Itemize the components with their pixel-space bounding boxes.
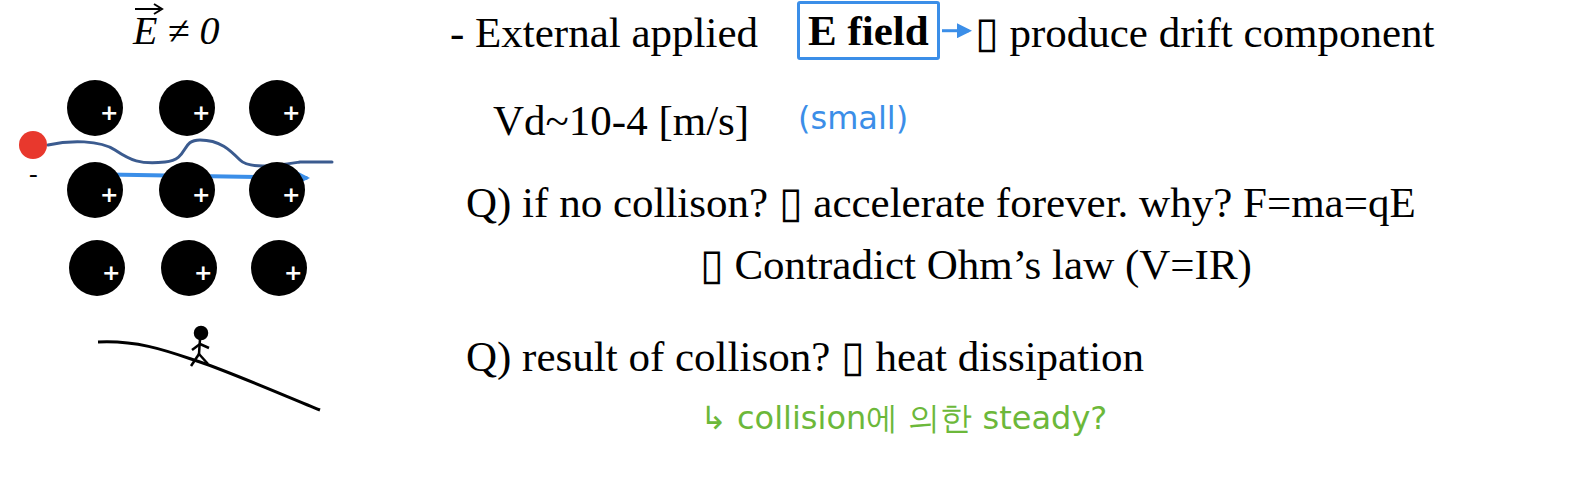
field-condition: E ≠ 0 <box>133 8 219 54</box>
question-text: Q) if no collison? ▯ accelerate forever.… <box>466 178 1416 227</box>
ion-circle: + <box>159 80 215 136</box>
handwritten-note: ↳ collision에 의한 steady? <box>700 400 1107 437</box>
ion-circle: + <box>69 240 125 296</box>
ion-circle: + <box>67 162 123 218</box>
charge-sign: + <box>100 184 118 206</box>
ion-circle: + <box>249 162 305 218</box>
charge-sign: + <box>102 262 120 284</box>
electron-dot: - <box>19 131 47 159</box>
drift-velocity: Vd~10-4 [m/s] <box>493 96 749 145</box>
charge-sign: + <box>192 184 210 206</box>
answer-text: ▯ Contradict Ohm’s law (V=IR) <box>700 240 1252 289</box>
charge-sign: + <box>282 102 300 124</box>
pointer-arrow <box>942 29 969 32</box>
ion-circle: + <box>249 80 305 136</box>
handwritten-note: (small) <box>798 100 908 137</box>
box-text: E field <box>808 6 929 55</box>
slope <box>98 342 320 410</box>
ion-circle: + <box>161 240 217 296</box>
question-text: Q) result of collison? ▯ heat dissipatio… <box>466 332 1144 381</box>
statement-text: - External applied <box>450 8 758 57</box>
charge-sign: + <box>192 102 210 124</box>
ion-circle: + <box>159 162 215 218</box>
charge-sign: - <box>29 161 38 187</box>
ion-circle: + <box>67 80 123 136</box>
ion-circle: + <box>251 240 307 296</box>
charge-sign: + <box>284 262 302 284</box>
charge-sign: + <box>100 102 118 124</box>
stick-figure <box>191 327 209 366</box>
statement-text: ▯ produce drift component <box>975 8 1435 57</box>
highlight-box: E field <box>797 1 940 60</box>
charge-sign: + <box>282 184 300 206</box>
charge-sign: + <box>194 262 212 284</box>
